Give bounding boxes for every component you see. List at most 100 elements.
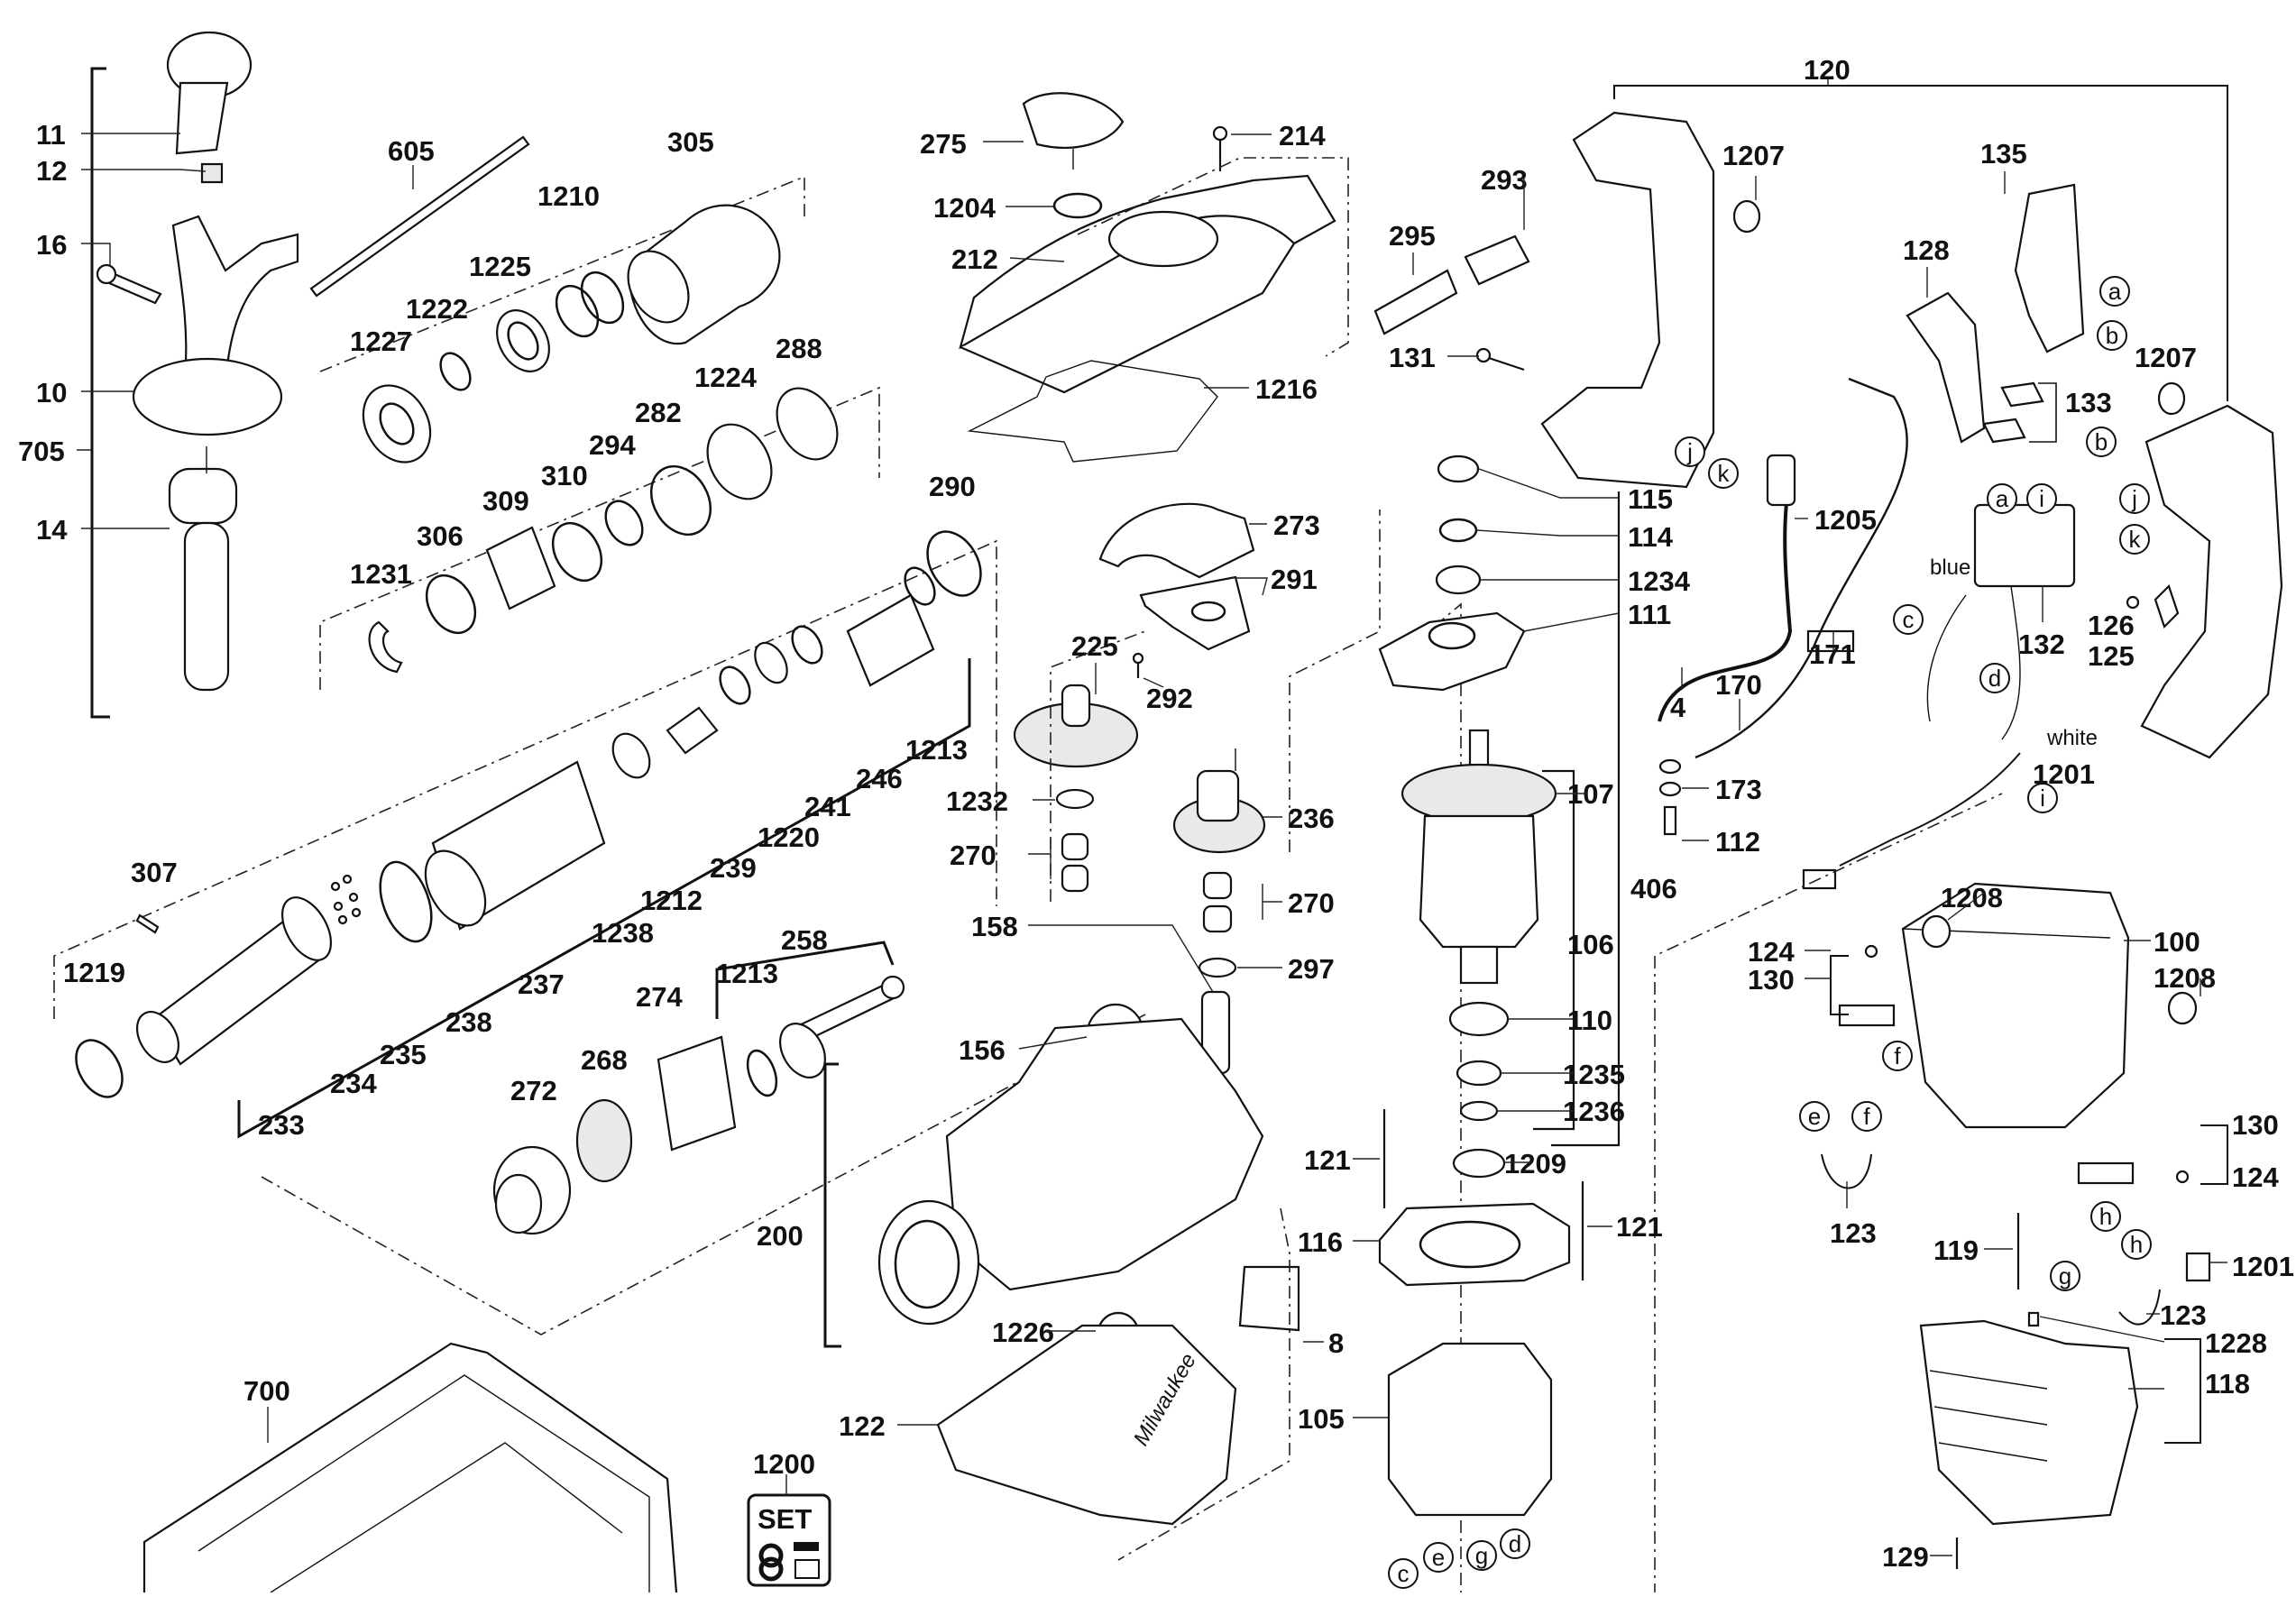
label-1222: 1222	[406, 293, 468, 325]
label-129: 129	[1882, 1541, 1929, 1573]
part-246-striker	[846, 593, 935, 687]
part-105-field	[1387, 1342, 1553, 1517]
marker-e-1: e	[1799, 1101, 1830, 1132]
side-handle-group	[90, 31, 530, 719]
label-1201-b: 1201	[2232, 1251, 2294, 1282]
label-1227: 1227	[350, 326, 412, 357]
crank-group	[261, 941, 1146, 1335]
svg-text:f: f	[1863, 1103, 1870, 1130]
part-1205-strain-relief	[1766, 454, 1796, 507]
part-1235-bearing	[1456, 1060, 1502, 1087]
label-1231: 1231	[350, 558, 412, 590]
label-124-b: 124	[2232, 1161, 2279, 1193]
part-1220-seal	[754, 641, 788, 684]
part-270-bearing-b1	[1202, 871, 1233, 900]
part-258-eye	[880, 975, 905, 1000]
part-1228-sleeve	[2027, 1311, 2040, 1327]
label-11: 11	[36, 119, 66, 151]
part-1205-cord	[1658, 477, 1793, 722]
label-282: 282	[635, 397, 682, 428]
label-1209: 1209	[1504, 1148, 1566, 1179]
bracket-258	[715, 941, 895, 1019]
part-173-lock-washer	[1658, 758, 1682, 775]
motor-housing-group	[1654, 752, 2228, 1596]
label-305: 305	[667, 126, 714, 158]
svg-text:i: i	[2039, 485, 2044, 512]
marker-j-2: j	[2119, 483, 2150, 514]
marker-g-1: g	[2050, 1261, 2080, 1291]
label-122: 122	[839, 1410, 886, 1442]
label-307: 307	[131, 857, 178, 888]
label-110: 110	[1567, 1005, 1612, 1036]
part-123-wire-b	[2118, 1289, 2161, 1326]
marker-b-2: b	[2086, 427, 2117, 457]
label-291: 291	[1271, 564, 1318, 595]
part-297-washer	[1198, 957, 1237, 978]
part-282-ring	[649, 465, 712, 536]
rear-handle-group	[1373, 77, 2283, 836]
label-124: 124	[1748, 936, 1795, 968]
label-258: 258	[781, 924, 828, 956]
part-126-screw	[2126, 595, 2140, 610]
label-8: 8	[1328, 1327, 1344, 1359]
marker-f-2: f	[1851, 1101, 1882, 1132]
part-115-baffle	[1437, 454, 1480, 483]
bracket-120	[1613, 85, 2228, 401]
label-292: 292	[1146, 683, 1193, 714]
marker-j-1: j	[1675, 436, 1705, 467]
label-275: 275	[920, 128, 967, 160]
label-125: 125	[2088, 640, 2135, 672]
part-1225-seal	[496, 309, 550, 372]
barrel-parts-group	[319, 386, 982, 690]
part-128-lock-button	[1906, 291, 1986, 444]
label-1213: 1213	[905, 734, 968, 766]
screw-icon	[794, 1542, 819, 1551]
part-16-screw-head	[96, 263, 117, 285]
part-132-switch	[1973, 503, 2076, 588]
bracket-237	[237, 658, 971, 1139]
part-107-armature	[1419, 814, 1539, 949]
label-272: 272	[510, 1075, 557, 1106]
svg-text:e: e	[1432, 1544, 1445, 1571]
label-158: 158	[971, 911, 1018, 942]
part-288-bushing	[776, 387, 839, 461]
part-291-plate	[1139, 575, 1251, 651]
label-130-b: 130	[2232, 1109, 2279, 1141]
marker-a-1: a	[2099, 276, 2130, 307]
label-1220: 1220	[758, 821, 820, 853]
label-293: 293	[1481, 164, 1528, 196]
marker-g-2: g	[1466, 1540, 1497, 1571]
svg-text:i: i	[2040, 785, 2045, 812]
part-306-washer	[425, 574, 477, 635]
label-1234: 1234	[1628, 565, 1691, 597]
marker-d-1: d	[1979, 663, 2010, 693]
connector-markers: a b a i j k b j k c d i f e f h h g c e …	[1388, 276, 2152, 1589]
label-1213-b: 1213	[716, 958, 778, 989]
part-1222-retaining-ring	[439, 352, 472, 391]
svg-text:a: a	[1996, 485, 2009, 512]
marker-a-2: a	[1987, 483, 2017, 514]
label-133: 133	[2065, 387, 2112, 418]
part-1213-o-ring	[904, 566, 936, 606]
label-132: 132	[2018, 629, 2065, 660]
part-107-commutator	[1459, 945, 1499, 985]
part-212-cover-edge	[960, 243, 1295, 394]
svg-text:b: b	[2106, 322, 2118, 349]
svg-text:b: b	[2095, 428, 2108, 455]
svg-text:h: h	[2130, 1231, 2143, 1258]
label-1208-b: 1208	[2154, 962, 2216, 994]
label-14: 14	[36, 514, 68, 546]
part-111-bearing-plate	[1378, 611, 1526, 692]
part-307-pin	[135, 913, 160, 934]
gear-housing-group: Milwaukee	[823, 1017, 1300, 1561]
part-1227-cap	[362, 384, 432, 463]
label-1238: 1238	[592, 917, 654, 949]
part-236-crank-body	[1196, 769, 1240, 822]
label-270-a: 270	[950, 840, 996, 871]
part-1210-ring-a	[555, 284, 600, 338]
label-111: 111	[1628, 599, 1671, 630]
bracket-106	[1533, 769, 1575, 1131]
part-1201-clip	[2185, 1252, 2211, 1282]
part-268-clutch-gear	[575, 1098, 633, 1183]
svg-text:c: c	[1398, 1560, 1410, 1587]
